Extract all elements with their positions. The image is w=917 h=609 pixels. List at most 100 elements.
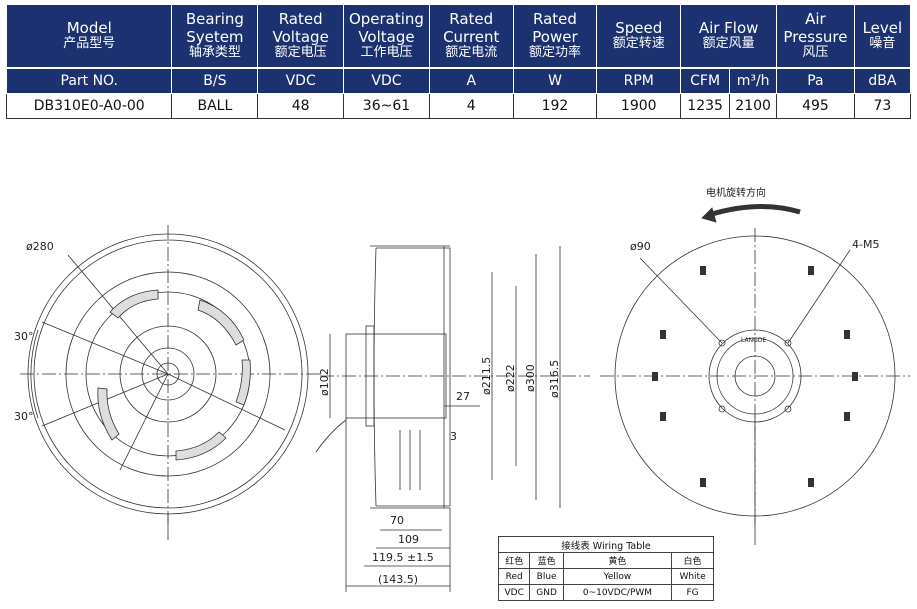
value-cell: 1235 bbox=[680, 93, 731, 119]
brand-label: LANGDE bbox=[741, 337, 767, 344]
unit-cell: W bbox=[512, 67, 598, 94]
unit-cell: B/S bbox=[171, 67, 259, 94]
unit-cell: RPM bbox=[596, 67, 682, 94]
m5-leader bbox=[787, 249, 851, 344]
unit-cell: Part NO. bbox=[5, 67, 173, 94]
unit-cell: m³/h bbox=[729, 67, 778, 94]
mount-hole-4 bbox=[784, 405, 792, 413]
dim-102-label: ø102 bbox=[318, 368, 331, 396]
mount-hole-2 bbox=[784, 339, 792, 347]
rear-view bbox=[600, 204, 910, 545]
wiring-title: 接线表 Wiring Table bbox=[498, 536, 714, 553]
value-cell: 48 bbox=[257, 93, 345, 119]
front-view bbox=[20, 225, 320, 540]
value-cell: 2100 bbox=[729, 93, 778, 119]
rear-slot bbox=[660, 412, 666, 421]
blade-1 bbox=[197, 299, 245, 346]
dim-109-label: 109 bbox=[398, 533, 419, 546]
rear-slot bbox=[700, 478, 706, 487]
value-cell: 1900 bbox=[596, 93, 682, 119]
mount-hole-3 bbox=[718, 405, 726, 413]
rotation-arrowhead bbox=[701, 207, 717, 223]
value-cell: 73 bbox=[853, 93, 912, 119]
wiring-func: FG bbox=[671, 584, 714, 601]
value-cell: BALL bbox=[171, 93, 259, 119]
dia-90-leader bbox=[639, 257, 723, 344]
dim-70-label: 70 bbox=[390, 514, 404, 527]
blade-4 bbox=[175, 431, 227, 461]
spec-values-row: DB310E0-A0-00 BALL 48 36~61 4 192 1900 1… bbox=[5, 93, 912, 119]
impeller-outline bbox=[376, 247, 451, 507]
value-cell: 192 bbox=[512, 93, 598, 119]
dim-3-label: 3 bbox=[450, 430, 457, 443]
wiring-zh: 红色 bbox=[497, 552, 531, 569]
front-diag-1 bbox=[167, 373, 286, 431]
blade-3 bbox=[97, 387, 120, 441]
dim-211-label: ø211.5 bbox=[480, 356, 493, 395]
angle-arc bbox=[30, 329, 39, 419]
rear-dia-label: ø90 bbox=[630, 240, 651, 253]
rear-slot bbox=[844, 330, 850, 339]
dim-27-label: 27 bbox=[456, 390, 470, 403]
wiring-func: 0~10VDC/PWM bbox=[562, 584, 673, 601]
rear-slot bbox=[700, 266, 706, 275]
front-dia-label: ø280 bbox=[26, 240, 54, 253]
dim-143-label: (143.5) bbox=[378, 573, 419, 586]
wiring-zh: 白色 bbox=[671, 552, 714, 569]
dim-119-label: 119.5 ±1.5 bbox=[372, 551, 434, 564]
mount-hole-1 bbox=[718, 339, 726, 347]
rear-slot bbox=[808, 266, 814, 275]
angle-top-label: 30° bbox=[14, 330, 34, 343]
side-view bbox=[315, 245, 590, 592]
blade-2 bbox=[109, 289, 159, 319]
front-diag-2 bbox=[119, 373, 169, 471]
angle-line-top bbox=[41, 321, 169, 375]
angle-bottom-label: 30° bbox=[14, 410, 34, 423]
rear-slot bbox=[852, 372, 858, 381]
wiring-table: 接线表 Wiring Table 红色 蓝色 黄色 白色 Red Blue Ye… bbox=[497, 536, 714, 601]
unit-cell: dBA bbox=[853, 67, 912, 94]
unit-cell: A bbox=[428, 67, 514, 94]
value-cell: DB310E0-A0-00 bbox=[5, 93, 173, 119]
impeller-front-curve bbox=[373, 247, 377, 507]
wiring-en: White bbox=[671, 568, 714, 585]
dim-316-label: ø316.5 bbox=[548, 359, 561, 398]
wiring-func: VDC bbox=[497, 584, 531, 601]
unit-cell: Pa bbox=[776, 67, 855, 94]
wiring-en: Red bbox=[497, 568, 531, 585]
rear-slot bbox=[844, 412, 850, 421]
wiring-en: Blue bbox=[529, 568, 564, 585]
value-cell: 36~61 bbox=[343, 93, 430, 119]
dim-300-label: ø300 bbox=[524, 364, 537, 392]
rear-slot bbox=[652, 372, 658, 381]
rear-m5-label: 4-M5 bbox=[852, 238, 880, 251]
value-cell: 495 bbox=[776, 93, 855, 119]
dim-222-label: ø222 bbox=[504, 364, 517, 392]
side-cable bbox=[315, 419, 347, 453]
unit-cell: VDC bbox=[343, 67, 430, 94]
wiring-zh: 蓝色 bbox=[529, 552, 564, 569]
rear-slots bbox=[652, 266, 858, 487]
spec-units-row: Part NO. B/S VDC VDC A W RPM CFM m³/h Pa… bbox=[5, 67, 912, 94]
rotation-label: 电机旋转方向 bbox=[706, 188, 766, 199]
wiring-en: Yellow bbox=[562, 568, 673, 585]
wiring-zh: 黄色 bbox=[562, 552, 673, 569]
wiring-func: GND bbox=[529, 584, 564, 601]
rear-slot bbox=[660, 330, 666, 339]
side-blades bbox=[399, 430, 421, 490]
rear-slot bbox=[808, 478, 814, 487]
rotation-arrow bbox=[711, 204, 801, 217]
